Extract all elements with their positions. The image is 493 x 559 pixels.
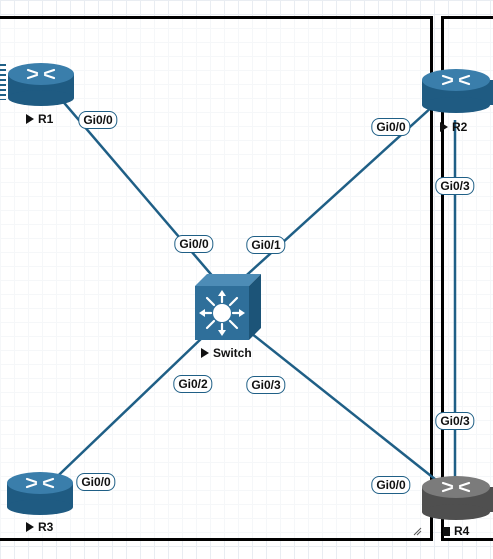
link-r4-switch[interactable] bbox=[226, 313, 456, 496]
running-state-icon bbox=[201, 348, 209, 358]
resize-grip-icon[interactable] bbox=[413, 527, 422, 536]
node-name-r1: R1 bbox=[38, 112, 54, 126]
router-r1-icon[interactable] bbox=[8, 63, 74, 106]
interface-label-r4-gi0-0[interactable]: Gi0/0 bbox=[371, 476, 411, 494]
node-label-r1[interactable]: R1 bbox=[26, 112, 53, 126]
node-name-r4: R4 bbox=[454, 524, 470, 538]
node-name-r3: R3 bbox=[38, 520, 54, 534]
interface-label-r3-gi0-0[interactable]: Gi0/0 bbox=[76, 473, 116, 491]
interface-label-switch-gi0-0[interactable]: Gi0/0 bbox=[174, 235, 214, 253]
router-r4-icon[interactable] bbox=[422, 476, 493, 520]
node-label-r3[interactable]: R3 bbox=[26, 520, 53, 534]
interface-label-switch-gi0-1[interactable]: Gi0/1 bbox=[246, 236, 286, 254]
running-state-icon bbox=[440, 122, 448, 132]
node-label-r2[interactable]: R2 bbox=[440, 120, 467, 134]
node-name-switch: Switch bbox=[213, 346, 252, 360]
switch-icon[interactable] bbox=[195, 274, 261, 340]
running-state-icon bbox=[26, 114, 34, 124]
interface-label-switch-gi0-3[interactable]: Gi0/3 bbox=[246, 376, 286, 394]
interface-label-r4-gi0-3[interactable]: Gi0/3 bbox=[435, 412, 475, 430]
panel-edge-handle[interactable] bbox=[0, 64, 6, 100]
node-label-r4[interactable]: R4 bbox=[443, 524, 469, 538]
node-label-switch[interactable]: Switch bbox=[201, 346, 252, 360]
router-r3-icon[interactable] bbox=[7, 472, 73, 515]
node-name-r2: R2 bbox=[452, 120, 468, 134]
interface-label-r2-gi0-3[interactable]: Gi0/3 bbox=[435, 177, 475, 195]
link-r3-switch[interactable] bbox=[39, 313, 228, 494]
interface-label-r1-gi0-0[interactable]: Gi0/0 bbox=[78, 111, 118, 129]
router-r2-icon[interactable] bbox=[422, 69, 493, 113]
link-r2-switch[interactable] bbox=[226, 85, 456, 294]
interface-label-r2-gi0-0[interactable]: Gi0/0 bbox=[371, 118, 411, 136]
link-r1-switch[interactable] bbox=[47, 83, 228, 294]
running-state-icon bbox=[26, 522, 34, 532]
interface-label-switch-gi0-2[interactable]: Gi0/2 bbox=[173, 375, 213, 393]
stopped-state-icon bbox=[443, 526, 450, 536]
